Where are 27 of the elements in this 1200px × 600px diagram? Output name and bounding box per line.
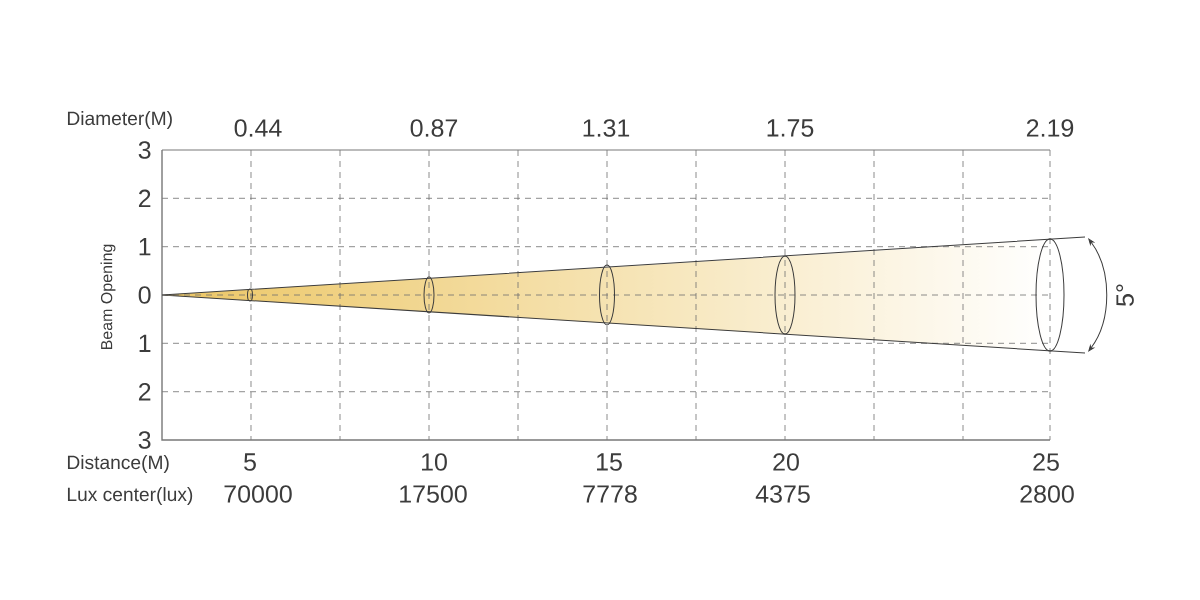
tick-label: 2 — [138, 383, 151, 401]
axis-title: Diameter(M) — [67, 111, 172, 129]
tick-label: 2 — [138, 189, 151, 208]
axis-title: Beam Opening — [100, 244, 116, 350]
tick-label: 5 — [244, 453, 256, 471]
table-cell: 2800 — [1020, 485, 1074, 503]
tick-label: 1.75 — [767, 119, 814, 137]
table-cell: 17500 — [400, 485, 467, 503]
row-header: Distance(M) — [67, 455, 169, 473]
tick-label: 10 — [422, 453, 447, 471]
tick-label: 20 — [773, 453, 799, 471]
tick-label: 1.31 — [583, 119, 630, 137]
tick-label: 15 — [597, 453, 622, 471]
table-cell: 7778 — [583, 485, 637, 503]
tick-label: 0.87 — [410, 119, 458, 137]
row-header: Lux center(lux) — [67, 487, 193, 505]
tick-label: 0.44 — [234, 119, 282, 137]
angle-label: 5° — [1116, 284, 1134, 306]
tick-label: 3 — [138, 141, 151, 159]
tick-label: 1 — [139, 238, 151, 256]
tick-label: 3 — [138, 431, 151, 449]
tick-label: 0 — [138, 286, 151, 304]
tick-label: 1 — [139, 334, 151, 352]
table-cell: 70000 — [224, 485, 292, 503]
tick-label: 2.19 — [1026, 119, 1074, 137]
table-cell: 4375 — [755, 485, 810, 503]
tick-label: 25 — [1033, 453, 1059, 471]
